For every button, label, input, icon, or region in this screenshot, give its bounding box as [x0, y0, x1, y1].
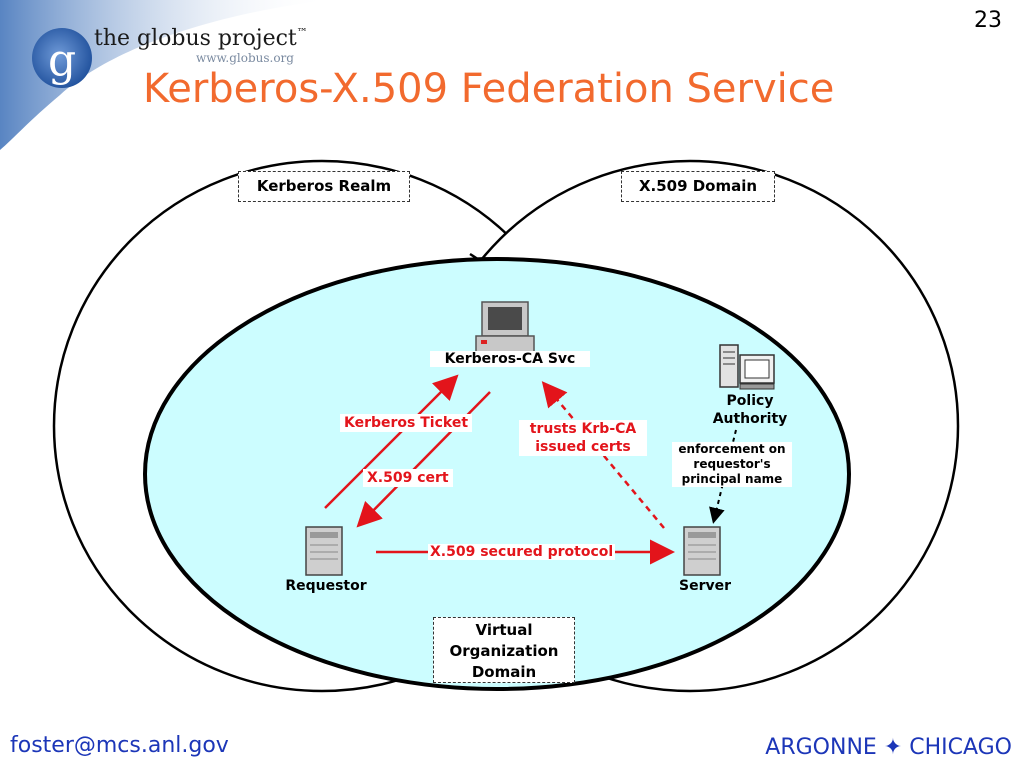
slide-number: 23: [974, 8, 1002, 33]
policy-authority-label: Policy Authority: [712, 393, 788, 427]
x509-cert-label: X.509 cert: [363, 469, 453, 487]
logo-trademark: ™: [296, 26, 308, 39]
slide-title: Kerberos-X.509 Federation Service: [143, 66, 835, 112]
secured-protocol-label: X.509 secured protocol: [428, 544, 616, 560]
requestor-server-icon: [305, 526, 343, 576]
footer-org: ARGONNE ✦ CHICAGO: [765, 735, 1012, 760]
vo-domain-ellipse: [143, 257, 851, 691]
kerberos-ticket-arrow: [324, 374, 459, 509]
vo-domain-label: Virtual Organization Domain: [433, 617, 575, 683]
enforcement-label: enforcement on requestor's principal nam…: [672, 442, 792, 487]
logo-globe: [32, 28, 92, 88]
kerberos-ca-computer-icon: [475, 301, 535, 353]
trusts-label: trusts Krb-CA issued certs: [519, 420, 647, 456]
logo-text: the globus project™: [94, 26, 308, 51]
logo-url: www.globus.org: [196, 51, 294, 65]
kerberos-ca-label: Kerberos-CA Svc: [430, 351, 590, 367]
requestor-label: Requestor: [285, 578, 367, 594]
footer-email: foster@mcs.anl.gov: [10, 733, 229, 758]
x509-domain-label: X.509 Domain: [621, 171, 775, 202]
kerberos-ticket-label: Kerberos Ticket: [340, 414, 473, 432]
server-icon: [683, 526, 721, 576]
kerberos-realm-label: Kerberos Realm: [238, 171, 410, 202]
logo-name: the globus project: [94, 26, 297, 51]
policy-authority-icon: [719, 344, 775, 390]
server-label: Server: [678, 578, 731, 594]
logo-letter: g: [48, 35, 76, 86]
trusts-arrow: [541, 381, 665, 529]
